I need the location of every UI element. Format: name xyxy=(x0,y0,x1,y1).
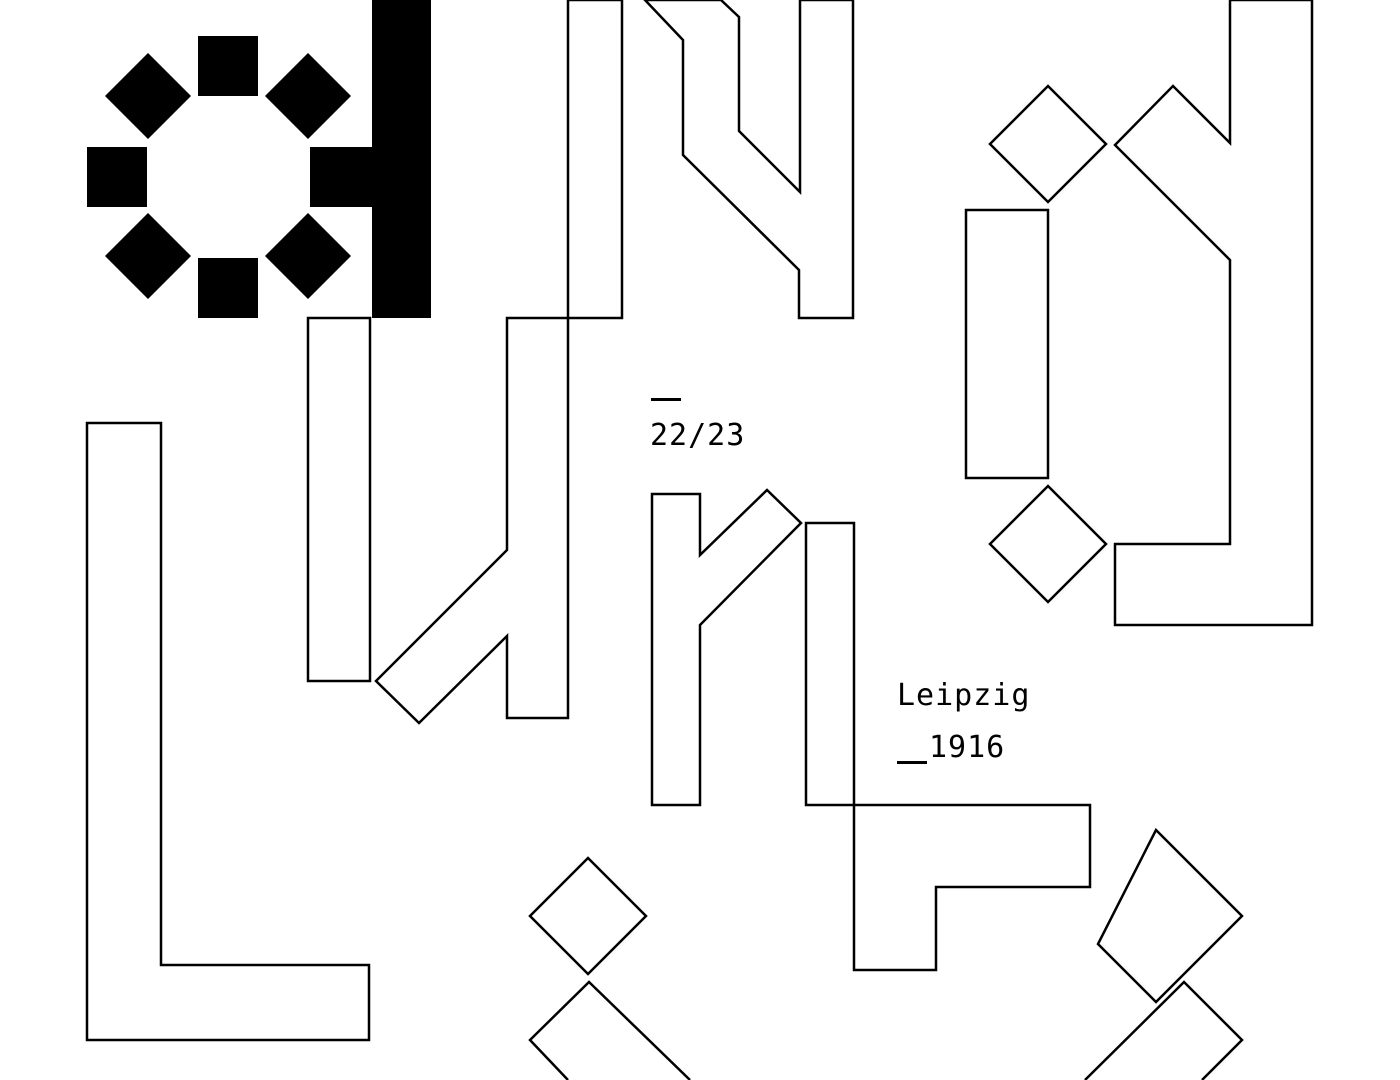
outline-right-rect xyxy=(964,208,1050,480)
outline-narrow-rect xyxy=(306,316,372,683)
outline-diamond-bottom-left xyxy=(528,856,648,976)
filled-bar-shape xyxy=(310,0,431,318)
outline-y-shape xyxy=(650,488,803,807)
season-label: 22/23 xyxy=(650,418,746,453)
outline-diamond-right-mid xyxy=(988,484,1108,604)
outline-slant-column xyxy=(374,0,624,725)
outline-step-shape xyxy=(804,521,1092,972)
year-underscore xyxy=(897,761,927,764)
outline-diamond-bottom-right xyxy=(1096,827,1244,1004)
city-label: Leipzig xyxy=(897,678,1031,713)
season-dash xyxy=(651,398,681,401)
outline-l-shape xyxy=(85,421,371,1042)
filled-ring-ornament xyxy=(87,36,351,318)
year-label: 1916 xyxy=(929,730,1006,765)
outline-zigzag-column xyxy=(643,0,855,320)
outline-diamond-right-top xyxy=(988,84,1108,204)
outline-bottom-right-chevron xyxy=(1084,980,1244,1080)
outline-bottom-left-chevron xyxy=(528,980,691,1080)
outline-hook-shape xyxy=(1113,0,1314,627)
